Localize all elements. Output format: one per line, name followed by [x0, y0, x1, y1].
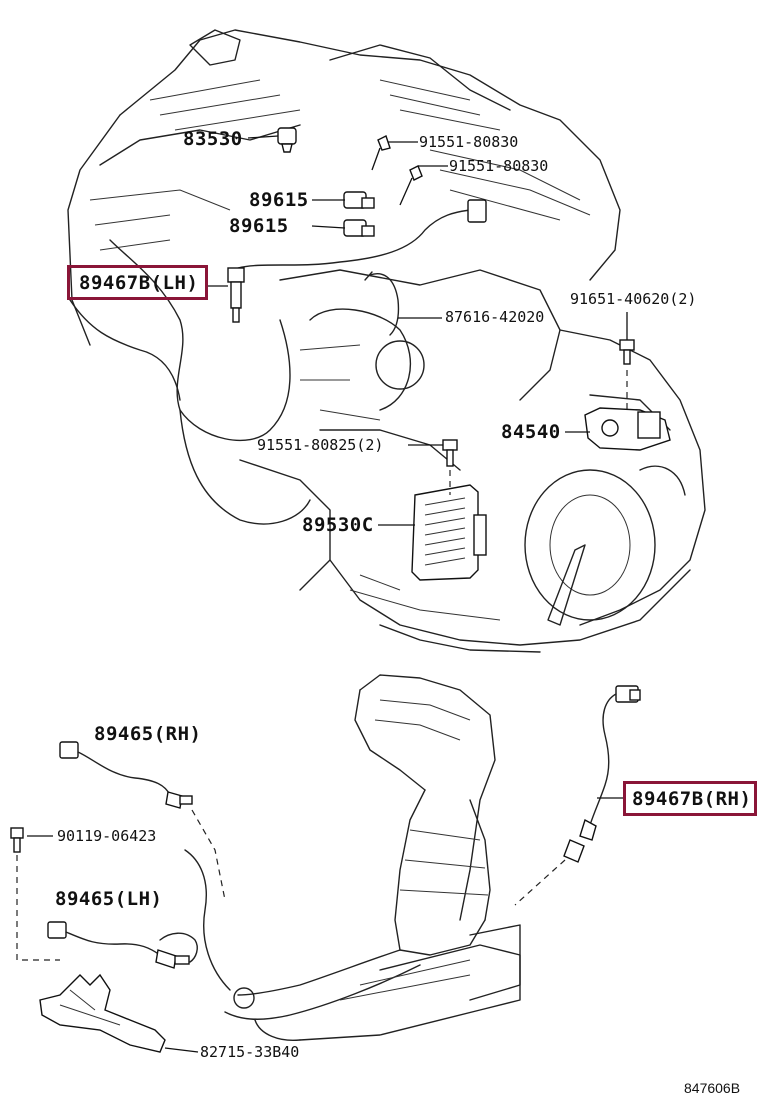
exhaust-catalyst [184, 674, 521, 1042]
oxygen-sensor-89465-rh [59, 741, 226, 901]
small-parts-top [277, 127, 671, 581]
oxygen-sensor-89465-lh [47, 921, 198, 969]
label-91551-80830-a[interactable]: 91551-80830 [419, 133, 519, 151]
dashed-lines-top [449, 370, 628, 495]
diagram-reference-number: 847606B [684, 1080, 741, 1096]
label-91551-80830-b[interactable]: 91551-80830 [449, 157, 549, 175]
label-82715-33b40[interactable]: 82715-33B40 [200, 1043, 300, 1061]
label-90119-06423[interactable]: 90119-06423 [57, 827, 157, 845]
label-84540[interactable]: 84540 [501, 421, 561, 443]
engine-drawing [67, 29, 706, 653]
highlight-89467b-rh: 89467B(RH) [623, 781, 757, 816]
label-83530[interactable]: 83530 [183, 128, 243, 150]
highlight-89467b-lh: 89467B(LH) [67, 265, 208, 300]
oxygen-sensor-rh-harness [514, 685, 641, 906]
label-89467b-lh[interactable]: 89467B(LH) [79, 272, 199, 294]
bracket-82715 [39, 973, 166, 1053]
label-89465-lh[interactable]: 89465(LH) [55, 888, 163, 910]
label-89467b-rh[interactable]: 89467B(RH) [632, 788, 752, 810]
label-89530c[interactable]: 89530C [302, 514, 374, 536]
label-87616-42020[interactable]: 87616-42020 [445, 308, 545, 326]
oxygen-sensor-lh-harness [227, 199, 487, 323]
label-91551-80825[interactable]: 91551-80825(2) [257, 436, 384, 454]
leader-lines [27, 135, 628, 1053]
label-91651-40620[interactable]: 91651-40620(2) [570, 290, 697, 308]
label-89615-b[interactable]: 89615 [229, 215, 289, 237]
label-89465-rh[interactable]: 89465(RH) [94, 723, 202, 745]
bolt-90119 [10, 827, 60, 961]
label-89615-a[interactable]: 89615 [249, 189, 309, 211]
